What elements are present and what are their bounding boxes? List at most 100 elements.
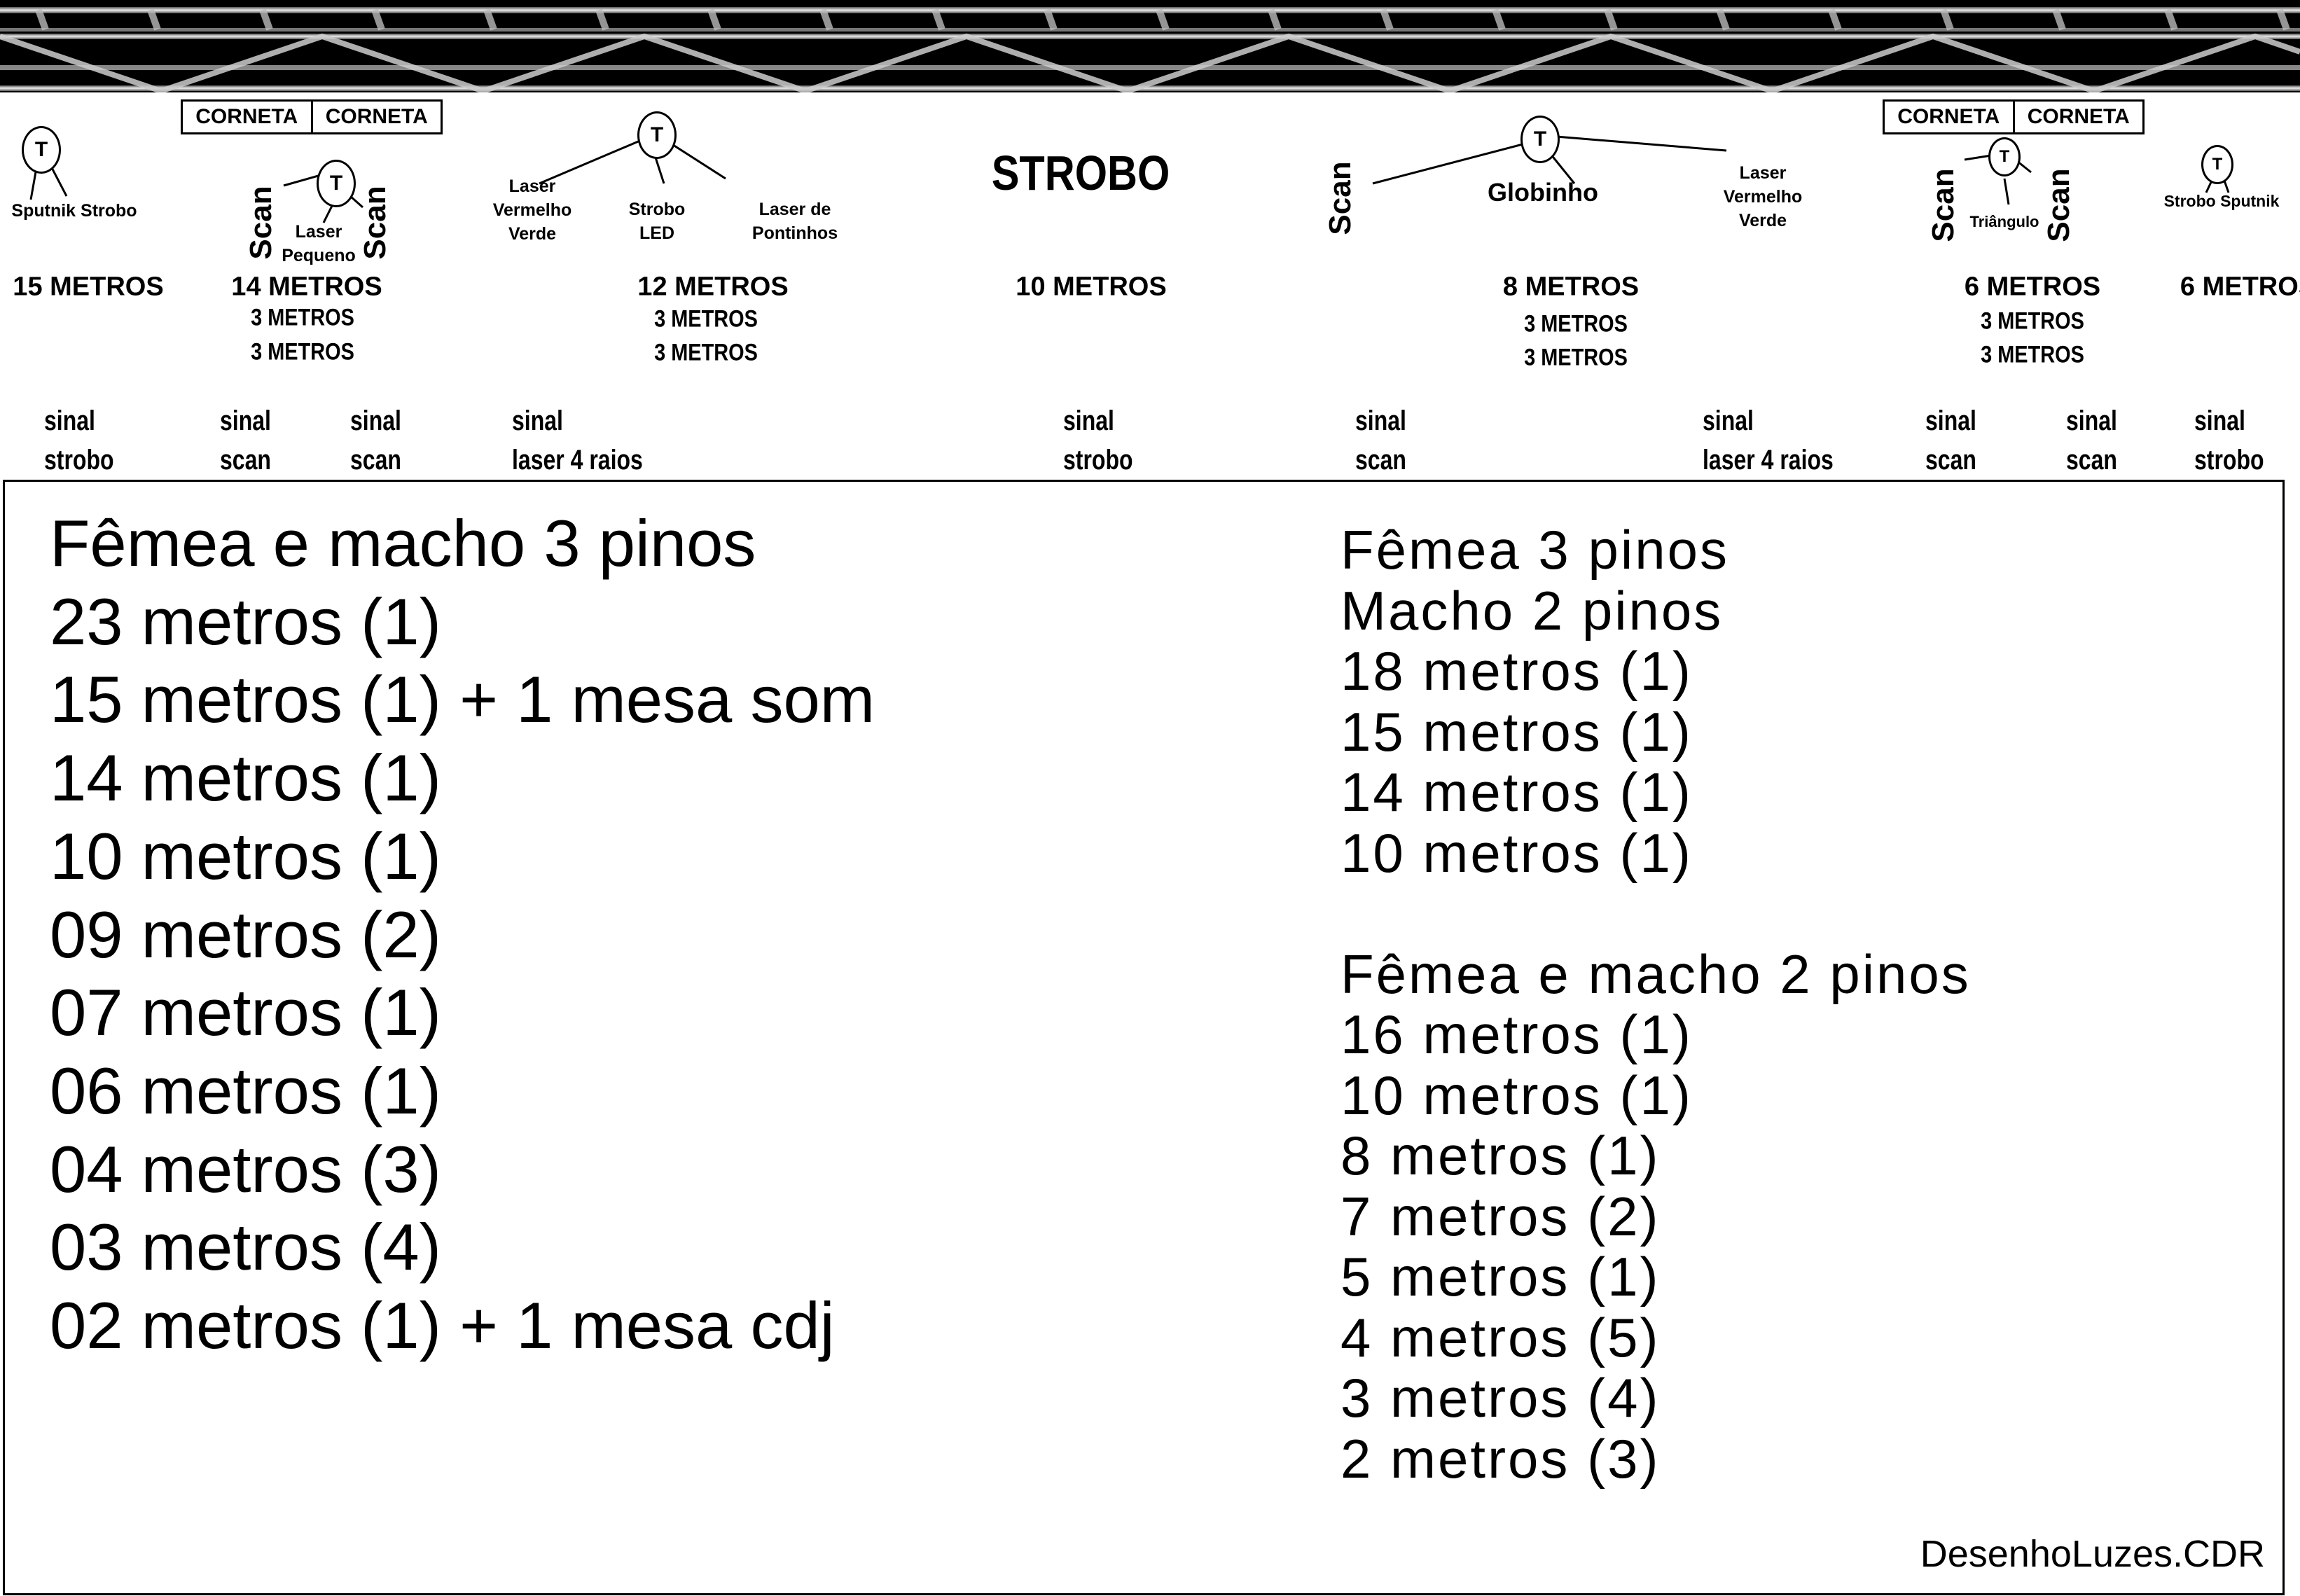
fixture-label-strobo-led: Strobo LED [629,197,686,245]
signal-label: sinal strobo [2194,401,2264,480]
label-line: scan [2066,445,2117,476]
label-line: laser 4 raios [512,445,643,476]
label-line: sinal [350,405,401,436]
label-line: scan [350,445,401,476]
list-item: 04 metros (3) [50,1132,441,1206]
list-item: 2 metros (3) [1340,1427,1661,1490]
cable-length-15: 15 METROS [13,272,164,302]
label-line: laser 4 raios [1703,445,1834,476]
cable-list-adapters: Fêmea 3 pinos Macho 2 pinos 18 metros (1… [1340,520,1971,1489]
label-line: strobo [2194,445,2264,476]
signal-label: sinal scan [350,401,401,480]
signal-label: sinal scan [2066,401,2117,480]
signal-label: sinal strobo [1063,401,1133,480]
fixture-label-laser-pontinhos: Laser de Pontinhos [752,197,838,245]
fixture-label-scan: Scan [358,186,392,260]
fixture-label-triangulo: Triângulo [1969,213,2039,230]
cable-length-sub: 3 METROS [654,339,758,366]
cable-length-14: 14 METROS [231,272,382,302]
list-item: 10 metros (1) [50,819,441,893]
signal-label: sinal scan [220,401,271,480]
label-line: Verde [1738,211,1787,230]
cable-length-sub: 3 METROS [251,304,354,331]
truss-clamp-icon: T [317,160,356,207]
fixture-label-scan: Scan [244,186,278,260]
list-item: 15 metros (1) + 1 mesa som [50,662,875,737]
list-item: 23 metros (1) [50,584,441,658]
list-item: 8 metros (1) [1340,1125,1661,1186]
cable-list-box [3,480,2285,1595]
list-item: 07 metros (1) [50,976,441,1050]
list-heading: Fêmea e macho 2 pinos [1340,943,1971,1005]
list-item: 4 metros (5) [1340,1306,1661,1368]
truss-graphic [0,7,2300,95]
cable-length-sub: 3 METROS [1524,310,1628,338]
list-item: 16 metros (1) [1340,1004,1693,1065]
cable-length-sub: 3 METROS [1524,344,1628,371]
corneta-pair-left: CORNETA CORNETA [181,99,443,134]
label-line: strobo [1063,445,1133,476]
list-item: 18 metros (1) [1340,640,1693,702]
cable-length-6-right: 6 METROS [2180,272,2300,302]
label-line: sinal [2066,405,2117,436]
corneta-label: CORNETA [195,105,298,128]
label-line: scan [1355,445,1406,476]
fixture-label-scan: Scan [1323,161,1357,235]
fixture-label-strobo: STROBO [991,146,1170,200]
label-line: sinal [2194,405,2245,436]
list-item: 09 metros (2) [50,897,441,971]
cable-length-12: 12 METROS [637,272,789,302]
cable-length-sub: 3 METROS [654,305,758,333]
list-heading: Fêmea e macho 3 pinos [50,506,756,580]
list-heading: Fêmea 3 pinos [1340,519,1729,581]
list-item: 14 metros (1) [50,741,441,815]
label-line: Laser [1739,163,1787,183]
list-item: 10 metros (1) [1340,1064,1693,1126]
corneta-label: CORNETA [2012,102,2143,132]
list-item: 14 metros (1) [1340,761,1693,823]
spacer [1340,883,1971,944]
cable-length-8: 8 METROS [1502,272,1640,302]
label-line: Strobo [628,200,686,219]
cable-length-10: 10 METROS [1016,272,1167,302]
label-line: sinal [1703,405,1754,436]
fixture-label-scan: Scan [2042,168,2076,242]
label-line: sinal [1063,405,1114,436]
fixture-label-sputnik-strobo: Sputnik Strobo [11,201,137,221]
fixture-label-strobo-sputnik: Strobo Sputnik [2163,192,2280,210]
cable-length-6: 6 METROS [1964,272,2101,302]
list-item: 06 metros (1) [50,1053,441,1127]
cable-length-sub: 3 METROS [251,338,354,366]
label-line: LED [639,223,674,243]
list-heading: Macho 2 pinos [1340,579,1724,641]
signal-label: sinal laser 4 raios [1703,401,1834,480]
list-item: 7 metros (2) [1340,1185,1661,1247]
cable-list-3-pinos: Fêmea e macho 3 pinos 23 metros (1) 15 m… [50,504,875,1365]
label-line: Vermelho [1723,187,1803,207]
truss-banner [0,0,2300,95]
label-line: Verde [508,224,557,244]
corneta-pair-right: CORNETA CORNETA [1883,99,2145,134]
label-line: Laser de [758,200,831,219]
list-item: 15 metros (1) [1340,700,1693,763]
label-line: scan [220,445,271,476]
list-item: 02 metros (1) + 1 mesa cdj [50,1289,835,1363]
fixture-label-globinho: Globinho [1488,178,1598,207]
label-line: sinal [220,405,271,436]
cable-length-sub: 3 METROS [1981,307,2084,335]
label-line: Laser [508,176,556,196]
label-line: sinal [44,405,95,436]
truss-clamp-icon: T [1988,137,2021,176]
truss-clamp-icon: T [22,126,61,174]
file-credit: DesenhoLuzes.CDR [1920,1533,2265,1575]
list-item: 10 metros (1) [1340,821,1693,884]
label-line: Pontinhos [751,223,838,243]
corneta-label: CORNETA [310,102,441,132]
label-line: Pequeno [282,246,356,265]
truss-clamp-icon: T [637,111,677,159]
list-item: 5 metros (1) [1340,1246,1661,1307]
truss-clamp-icon: T [1520,116,1560,163]
